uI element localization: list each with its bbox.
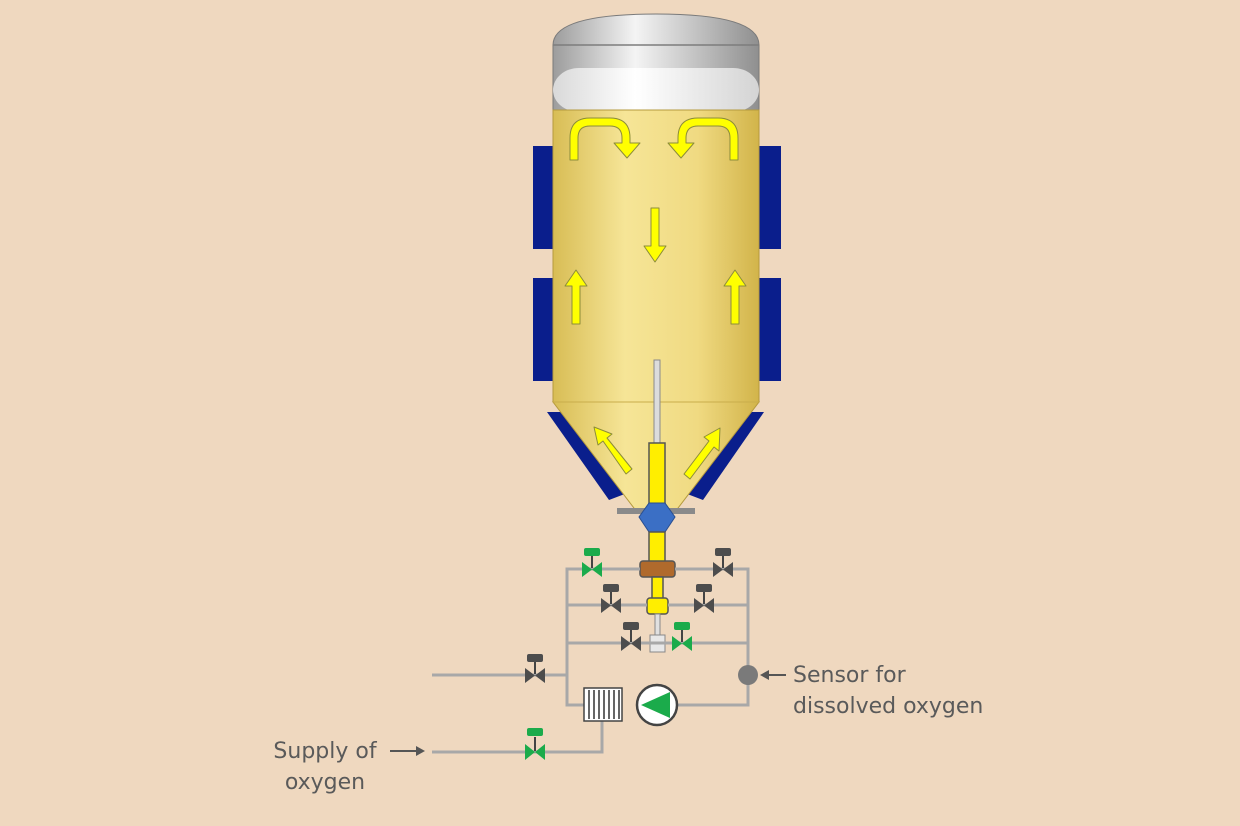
flow-arrow-icon <box>667 117 739 161</box>
valve-open-icon <box>672 622 692 651</box>
foam-layer <box>553 68 759 112</box>
valve-closed-icon <box>525 654 545 683</box>
flow-arrow-icon <box>643 207 667 263</box>
cooling-jacket-upper-right <box>759 146 781 249</box>
drain-stem <box>654 613 661 637</box>
supply-label-line2: oxygen <box>284 770 366 795</box>
flow-arrow-icon <box>593 426 633 475</box>
supply-label-arrow-icon <box>390 746 425 756</box>
flow-arrow-icon <box>723 269 747 325</box>
valve-closed-icon <box>621 622 641 651</box>
coupling <box>646 597 669 615</box>
sensor-label-arrow-icon <box>760 670 786 680</box>
valve-closed-icon <box>694 584 714 613</box>
pump-icon <box>635 683 679 727</box>
valve-open-icon <box>525 728 545 760</box>
coupling <box>639 560 676 578</box>
flow-arrow-icon <box>683 427 721 480</box>
sensor-label: Sensor for dissolved oxygen <box>793 660 983 722</box>
valve-open-icon <box>582 548 602 577</box>
oxygen-sensor-icon <box>738 665 758 685</box>
drain-pipe <box>648 531 666 563</box>
cooling-jacket-lower-left <box>533 278 555 381</box>
cooling-jackets <box>533 146 781 500</box>
fermentation-tank <box>551 13 761 514</box>
supply-label-line1: Supply of <box>273 739 377 764</box>
supply-label: Supply of oxygen <box>262 736 388 798</box>
drain-pipe <box>651 576 664 600</box>
aeration-candle <box>648 442 666 506</box>
aeration-candle-rod <box>653 359 661 446</box>
aeration-assembly <box>638 359 676 653</box>
sensor-label-line1: Sensor for <box>793 663 906 688</box>
cooling-jacket-lower-right <box>759 278 781 381</box>
sensor-label-line2: dissolved oxygen <box>793 694 984 719</box>
valve-closed-icon <box>713 548 733 577</box>
cooling-jacket-cone-left <box>547 412 630 500</box>
cooling-jacket-upper-left <box>533 146 555 249</box>
static-mixer <box>583 687 623 722</box>
flow-arrow-icon <box>564 269 588 325</box>
valve-closed-icon <box>601 584 621 613</box>
piping <box>432 567 750 754</box>
cooling-jacket-cone-right <box>682 412 764 500</box>
flow-arrows <box>564 117 747 480</box>
flow-arrow-icon <box>569 117 641 161</box>
